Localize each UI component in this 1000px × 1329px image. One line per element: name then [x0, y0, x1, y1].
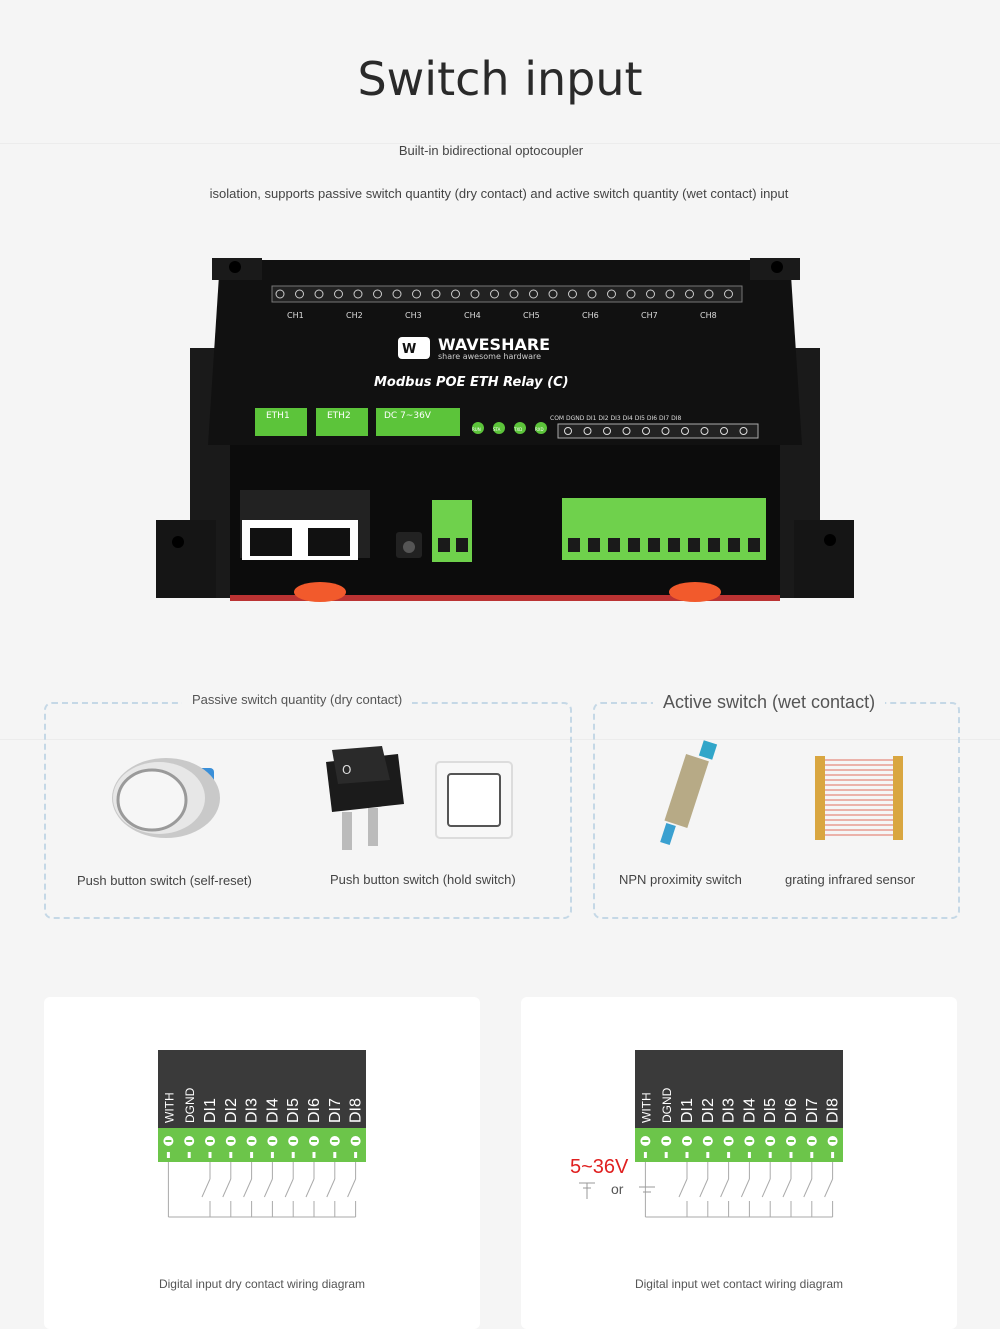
device-channel-label: CH1: [287, 311, 304, 320]
device-led-label: RUN: [472, 427, 481, 432]
rocker-switch-image: O: [326, 746, 404, 850]
diagram-pin-label: DGND: [183, 1087, 197, 1123]
passive-switch-group: Passive switch quantity (dry contact) Pu…: [44, 692, 572, 919]
device-led-label: RXD: [535, 427, 544, 432]
device-led-label: STA: [493, 427, 501, 432]
diagram-pin-label: DI8: [825, 1098, 842, 1123]
grating-sensor-image: [815, 756, 903, 840]
eth2-label: ETH2: [327, 411, 351, 421]
diagram-pin-label: DI7: [327, 1098, 344, 1123]
diagram-pin-label: DI5: [285, 1098, 302, 1123]
device-channel-label: CH4: [464, 311, 481, 320]
diagram-pin-label: DI6: [306, 1098, 323, 1123]
voltage-label: 5~36V: [570, 1156, 629, 1178]
push-button-self-reset-image: [112, 758, 220, 838]
grating-sensor-label: grating infrared sensor: [785, 872, 916, 887]
dry-contact-caption: Digital input dry contact wiring diagram: [158, 1277, 366, 1291]
diagram-pin-label: DI3: [244, 1098, 261, 1123]
diagram-pin-label: DI7: [804, 1098, 821, 1123]
subtitle-line-1: Built-in bidirectional optocoupler: [398, 143, 584, 158]
divider: [0, 143, 1000, 144]
diagram-pin-label: WITH: [639, 1092, 653, 1123]
active-group-title: Active switch (wet contact): [653, 692, 886, 713]
svg-text:O: O: [342, 763, 351, 777]
diagram-pin-label: DI1: [202, 1098, 219, 1123]
eth1-label: ETH1: [266, 411, 290, 421]
npn-proximity-label: NPN proximity switch: [619, 872, 742, 887]
device-tagline: share awesome hardware: [438, 352, 541, 361]
or-label: or: [611, 1181, 624, 1197]
divider: [0, 739, 1000, 740]
diagram-pin-label: DGND: [660, 1087, 674, 1123]
active-switch-group: Active switch (wet contact) NPN proximit…: [593, 692, 960, 919]
device-channel-label: CH6: [582, 311, 599, 320]
diagram-pin-label: DI4: [741, 1098, 758, 1123]
diagram-pin-label: DI2: [223, 1098, 240, 1123]
device-brand: WAVESHARE: [438, 335, 550, 354]
device-di-labels: COM DGND DI1 DI2 DI3 DI4 DI5 DI6 DI7 DI8: [550, 415, 681, 422]
relay-device-image: CH1 CH2 CH3 CH4 CH5 CH6 CH7 CH8 W WAVESHARE sha…: [156, 258, 854, 602]
push-button-self-reset-label: Push button switch (self-reset): [77, 873, 252, 888]
svg-text:W: W: [402, 342, 416, 357]
diagram-pin-label: DI5: [762, 1098, 779, 1123]
dc-label: DC 7~36V: [384, 411, 432, 421]
device-channel-label: CH2: [346, 311, 363, 320]
diagram-pin-label: DI3: [721, 1098, 738, 1123]
wet-contact-caption: Digital input wet contact wiring diagram: [634, 1277, 844, 1291]
device-channel-label: CH3: [405, 311, 422, 320]
npn-proximity-switch-image: [660, 740, 718, 846]
diagram-pin-label: WITH: [162, 1092, 176, 1123]
diagram-pin-label: DI8: [348, 1098, 365, 1123]
wall-switch-image: [435, 761, 513, 839]
diagram-pin-label: DI4: [264, 1098, 281, 1123]
diagram-pin-label: DI2: [700, 1098, 717, 1123]
device-channel-label: CH5: [523, 311, 540, 320]
device-channel-label: CH8: [700, 311, 717, 320]
subtitle-line-2: isolation, supports passive switch quant…: [209, 186, 789, 201]
device-led-label: TXD: [513, 427, 522, 432]
diagram-pin-label: DI6: [783, 1098, 800, 1123]
push-button-hold-label: Push button switch (hold switch): [330, 872, 516, 887]
passive-group-title: Passive switch quantity (dry contact): [182, 692, 413, 707]
diagram-pin-label: DI1: [679, 1098, 696, 1123]
device-channel-label: CH7: [641, 311, 658, 320]
page-title: Switch input: [357, 52, 643, 106]
device-model: Modbus POE ETH Relay (C): [374, 375, 569, 390]
